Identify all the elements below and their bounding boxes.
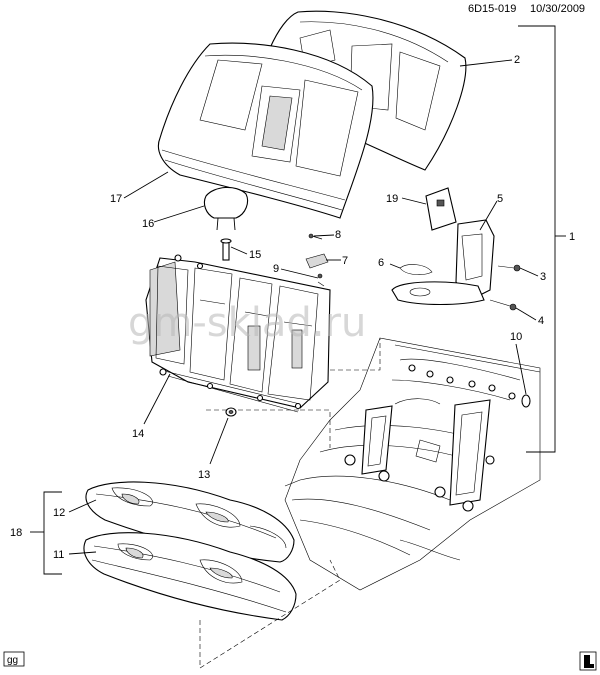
callout-17: 17	[110, 193, 122, 205]
callout-19: 19	[386, 193, 398, 205]
diagram-code: 6D15-019	[468, 3, 516, 15]
nut-part-4	[489, 299, 517, 311]
clip-part	[317, 273, 325, 287]
callout-8: 8	[335, 229, 341, 241]
bolt-part-10	[521, 394, 531, 408]
seat-icon	[579, 651, 597, 671]
footer-tag-label: gg	[7, 655, 18, 666]
footer-tag: gg	[3, 651, 25, 667]
callout-6: 6	[378, 257, 384, 269]
seatback-frame	[145, 254, 331, 413]
callout-13: 13	[198, 469, 210, 481]
nut-part-3	[497, 264, 521, 272]
washer-part	[225, 407, 237, 417]
callout-2: 2	[514, 54, 520, 66]
guide-part	[220, 238, 232, 261]
callout-14: 14	[132, 428, 144, 440]
callout-1: 1	[569, 231, 575, 243]
callout-labels: 1 2 3 4 5 6 7 8 9 10 11 12 13 14 15 16 1…	[10, 54, 575, 561]
seat-cushion-pad	[83, 532, 297, 621]
callout-10: 10	[510, 331, 522, 343]
callout-18: 18	[10, 527, 22, 539]
release-handle	[425, 187, 457, 231]
callout-4: 4	[538, 315, 544, 327]
latch-part	[305, 253, 329, 269]
bolt-part	[308, 233, 323, 240]
callout-16: 16	[142, 218, 154, 230]
latch-assembly	[391, 219, 495, 306]
body-floor-structure	[284, 337, 541, 591]
callout-15: 15	[249, 249, 261, 261]
callout-11: 11	[53, 549, 64, 561]
head-restraint	[203, 186, 249, 231]
watermark: gm-sklad.ru	[128, 300, 366, 346]
callout-3: 3	[540, 271, 546, 283]
diagram-date: 10/30/2009	[530, 3, 585, 15]
bracket-1	[518, 25, 566, 453]
callout-7: 7	[342, 255, 348, 267]
seatback-cover-front	[157, 42, 374, 219]
seat-cushion-cover	[85, 481, 295, 563]
callout-9: 9	[273, 263, 279, 275]
callout-5: 5	[497, 193, 503, 205]
callout-12: 12	[53, 507, 65, 519]
bracket-18	[30, 491, 62, 575]
leader-lines	[68, 59, 539, 555]
